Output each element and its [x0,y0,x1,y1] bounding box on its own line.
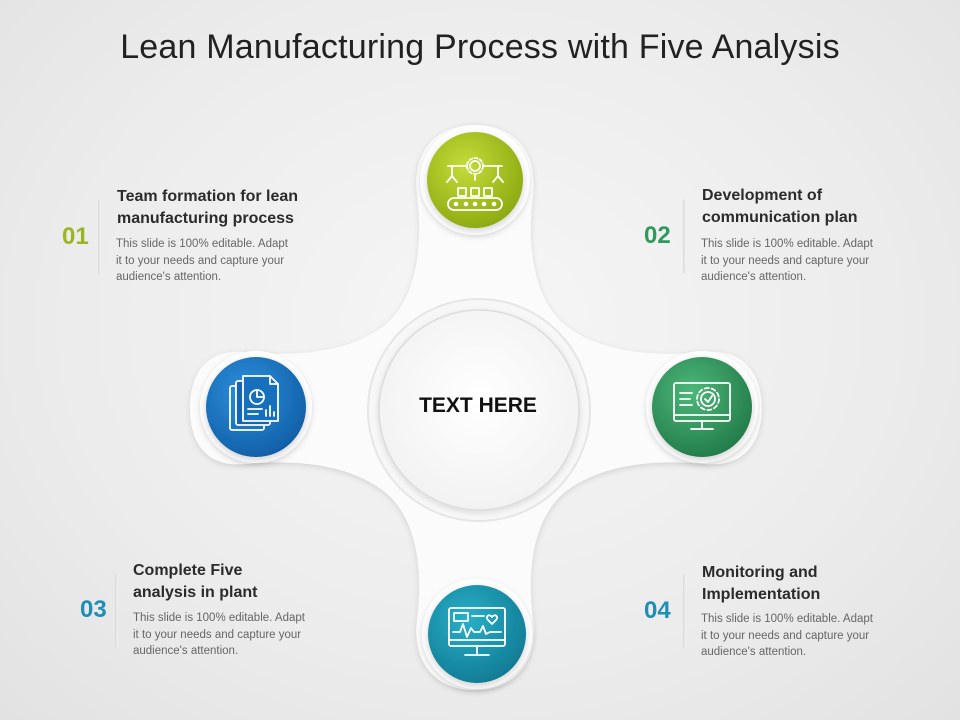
slide-title: Lean Manufacturing Process with Five Ana… [120,28,840,66]
monitor-gear-icon [673,382,731,430]
item-number: 03 [80,596,107,623]
node-bottom [422,579,532,689]
report-documents-icon [229,375,279,431]
monitor-heartbeat-icon [448,607,506,656]
divider [115,574,118,648]
center-text: TEXT HERE [419,394,537,417]
node-right [646,351,758,463]
item-number: 04 [644,597,671,624]
divider [98,200,101,274]
item-number: 02 [644,222,671,249]
divider [683,574,686,648]
item-number: 01 [62,223,89,250]
assembly-line-robot-icon [446,157,504,211]
center-circle [367,298,591,522]
divider [683,199,686,273]
